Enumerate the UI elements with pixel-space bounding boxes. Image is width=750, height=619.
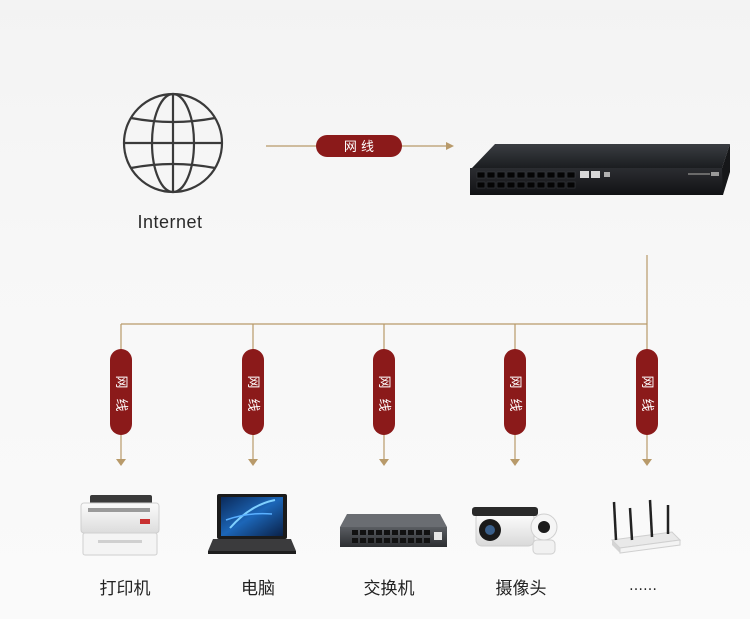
svg-text:网: 网	[245, 375, 260, 388]
internet-label: Internet	[137, 212, 202, 232]
branch-arrowheads	[116, 459, 652, 466]
router-icon	[610, 499, 682, 554]
uplink-connector: 网 线	[266, 135, 454, 157]
svg-text:网: 网	[113, 375, 128, 388]
svg-text:线: 线	[245, 398, 260, 411]
svg-text:线: 线	[639, 398, 654, 411]
svg-text:线: 线	[376, 398, 391, 411]
branch-cable-pill-3: 网 线	[373, 349, 395, 435]
svg-text:网: 网	[376, 375, 391, 388]
branch-cable-pill-5: 网 线	[636, 349, 658, 435]
device-label-computer: 电脑	[241, 579, 275, 599]
branch-cable-pill-2: 网 线	[242, 349, 264, 435]
camera-icon	[472, 507, 558, 555]
device-label-printer: 打印机	[100, 579, 151, 599]
svg-text:网: 网	[507, 375, 522, 388]
device-label-camera: 摄像头	[496, 579, 547, 599]
main-switch-icon	[470, 144, 730, 195]
branch-cable-pill-4: 网 线	[504, 349, 526, 435]
svg-text:线: 线	[113, 398, 128, 411]
svg-text:线: 线	[507, 398, 522, 411]
uplink-cable-label: 网 线	[344, 140, 374, 155]
svg-text:网: 网	[639, 375, 654, 388]
switch-icon	[340, 514, 447, 547]
device-label-switch: 交换机	[364, 579, 415, 599]
printer-icon	[80, 495, 160, 556]
device-label-more: ……	[629, 578, 657, 594]
branch-cable-pill-1: 网 线	[110, 349, 132, 435]
uplink-cable-pill	[316, 135, 402, 157]
globe-icon	[122, 92, 224, 194]
laptop-icon	[208, 494, 296, 554]
